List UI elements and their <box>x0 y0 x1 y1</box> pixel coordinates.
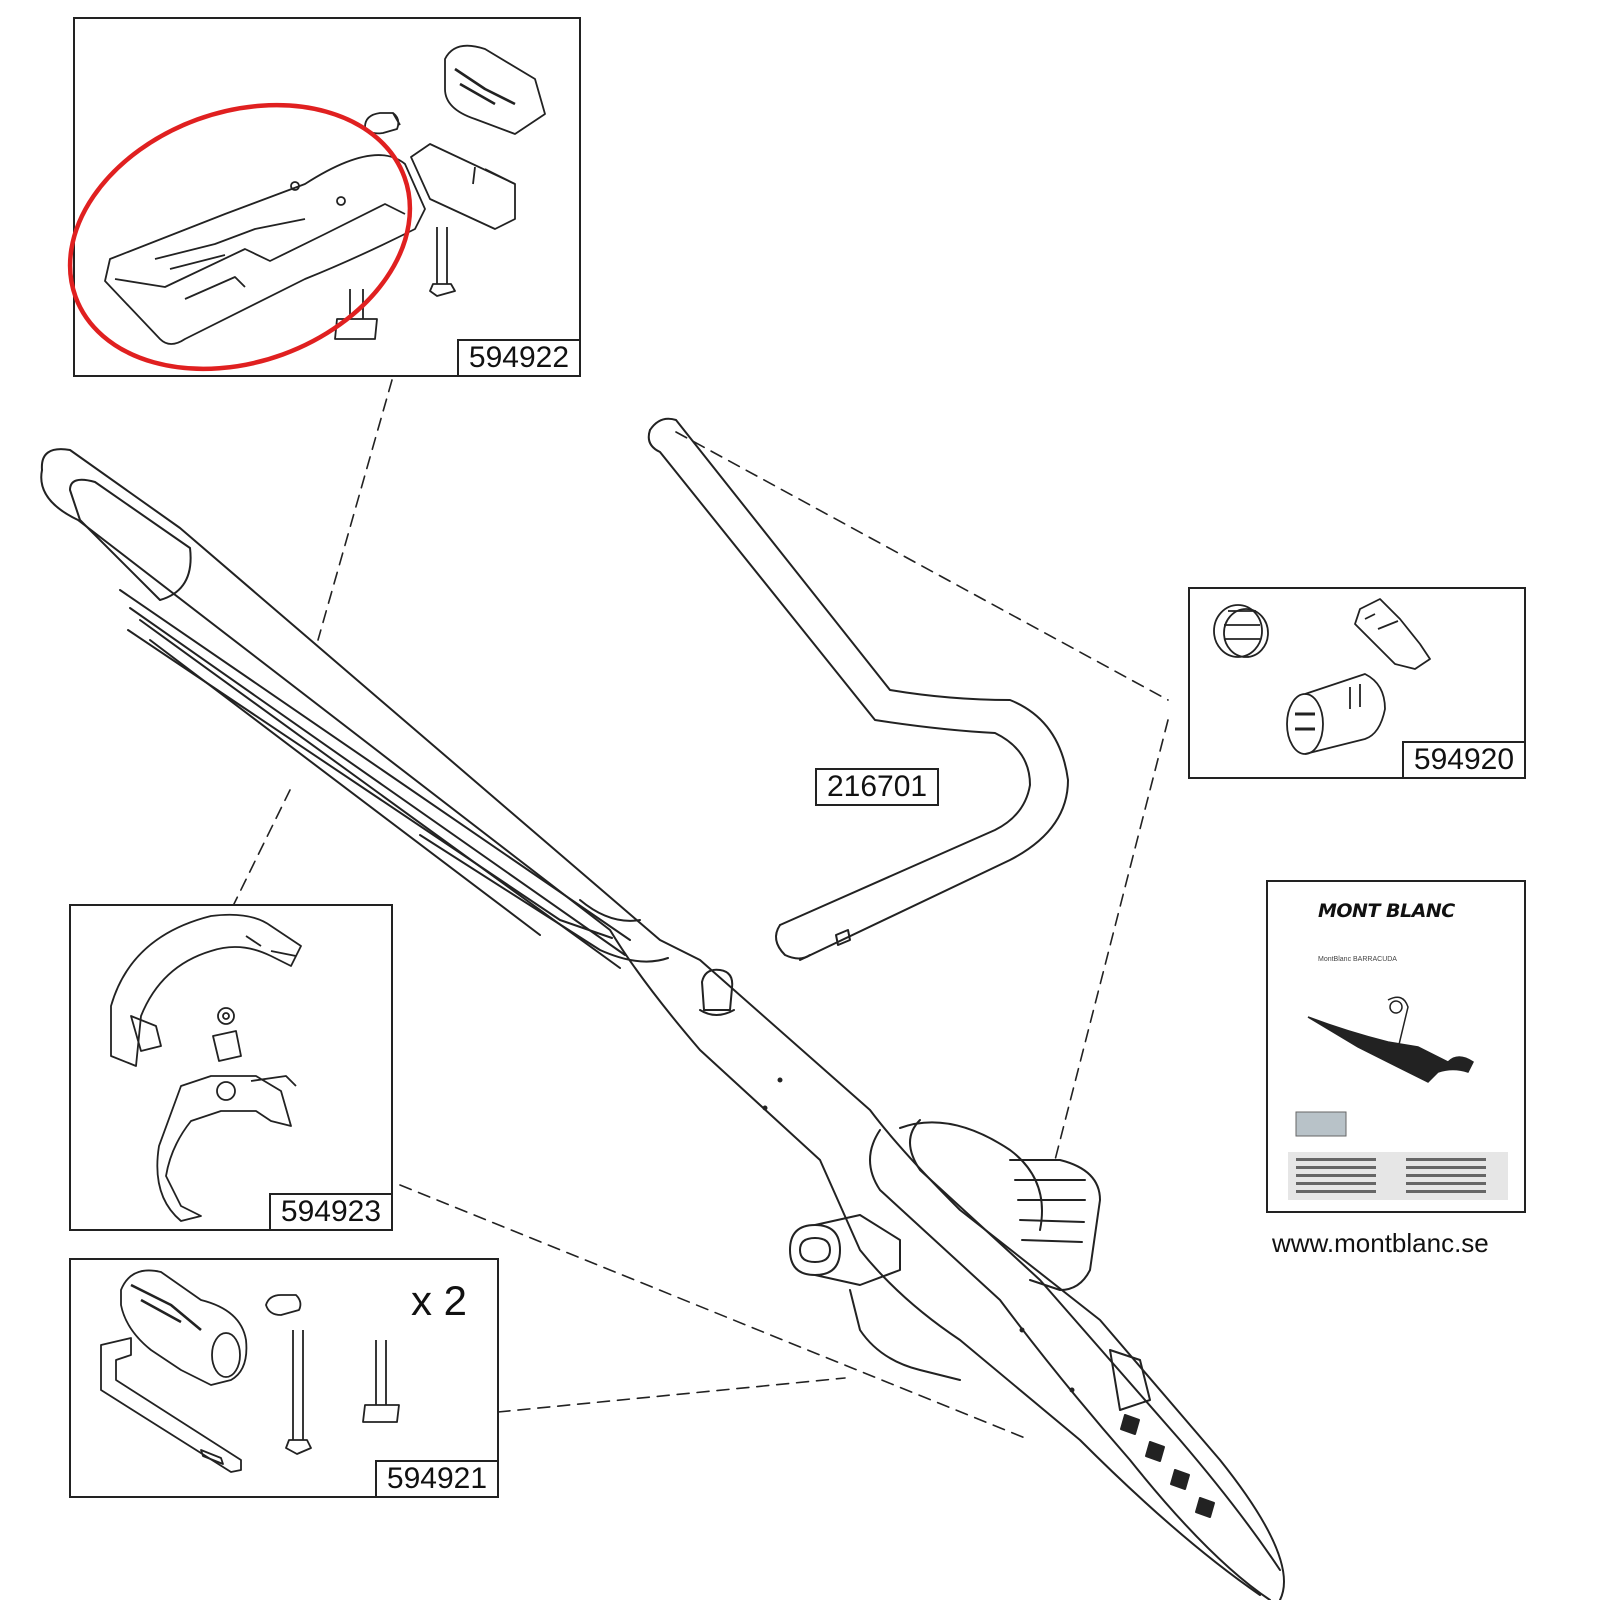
part-box-594921[interactable]: x 2 594921 <box>69 1258 499 1498</box>
handle-bar-216701 <box>647 417 1069 961</box>
clamp-top <box>444 44 546 135</box>
manual-product: MontBlanc BARRACUDA <box>1318 956 1397 963</box>
strap-upper <box>110 913 302 1067</box>
bolt-short <box>362 1340 400 1423</box>
part-594921-drawing <box>100 1269 400 1473</box>
part-number-216701[interactable]: 216701 <box>815 768 940 806</box>
lock-cylinder <box>1286 673 1386 755</box>
center-knob <box>699 968 735 1016</box>
manual-booklet[interactable]: MONT BLANC MontBlanc BARRACUDA <box>1266 880 1526 1213</box>
manual-thumbnail <box>1295 1111 1347 1137</box>
part-number-594920: 594920 <box>1401 741 1526 779</box>
bracket <box>410 143 516 230</box>
mount-plate <box>100 1337 242 1473</box>
bolt-long <box>285 1330 312 1455</box>
part-594923-drawing <box>110 913 302 1222</box>
latch <box>1354 598 1431 670</box>
strap-lower <box>156 1075 297 1222</box>
rail-dots <box>762 1077 1075 1393</box>
part-box-594920[interactable]: 594920 <box>1188 587 1526 779</box>
manual-cover-drawing <box>1288 996 1508 1200</box>
leader-594921 <box>497 1377 846 1413</box>
highlight-ellipse <box>67 102 413 372</box>
part-box-594922[interactable]: 594922 <box>67 17 581 377</box>
leader-594920 <box>1054 719 1169 1161</box>
part-number-594922: 594922 <box>456 339 581 377</box>
part-594922-drawing <box>67 44 546 372</box>
part-number-594921: 594921 <box>374 1460 499 1498</box>
part-number-594923: 594923 <box>268 1193 393 1231</box>
end-cap <box>1213 604 1269 658</box>
leader-594923-up <box>231 789 291 909</box>
clamp-arm <box>120 1269 248 1386</box>
front-cradle <box>789 1119 1281 1600</box>
manual-brand: MONT BLANC <box>1318 900 1455 922</box>
leader-594923-down <box>399 1184 1031 1441</box>
leader-216701 <box>675 431 1169 701</box>
base-plate <box>104 154 426 345</box>
washer-nut <box>212 1007 242 1062</box>
leader-594922 <box>317 379 393 641</box>
pin <box>265 1294 302 1316</box>
quantity-label: x 2 <box>411 1277 468 1324</box>
manual-url[interactable]: www.montblanc.se <box>1272 1228 1489 1258</box>
leader-lines <box>231 379 1169 1441</box>
strap-slots <box>1120 1414 1215 1518</box>
bolt-long <box>429 227 456 297</box>
manual-language-list <box>1288 1152 1508 1200</box>
part-594920-drawing <box>1213 598 1431 755</box>
part-box-594923[interactable]: 594923 <box>69 904 393 1231</box>
